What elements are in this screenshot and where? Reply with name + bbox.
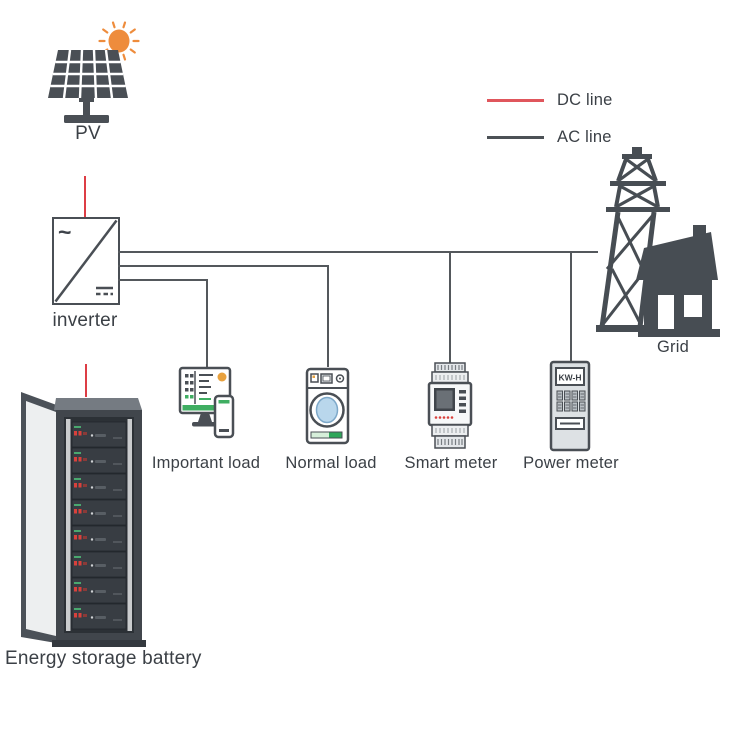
washer-drum [309, 392, 345, 428]
power-meter-icon: KW-H [549, 360, 591, 452]
power-meter-dials [556, 390, 586, 412]
ac-drop-smart-meter [449, 251, 451, 364]
grid-icon [596, 147, 720, 337]
battery-door-shape [21, 392, 62, 644]
battery-label: Energy storage battery [5, 648, 202, 669]
ac-line-to-normal-load [118, 265, 329, 267]
important-load-label: Important load [151, 454, 261, 472]
solar-panel-shape [48, 49, 128, 123]
ac-drop-important-load [206, 279, 208, 367]
ac-drop-power-meter [570, 251, 572, 362]
important-load-icon [178, 366, 235, 439]
dc-line-battery [85, 364, 87, 397]
house-shape [636, 225, 720, 337]
legend-dc-label: DC line [557, 91, 613, 109]
smart-meter-indicators [459, 390, 466, 413]
smart-meter-icon [427, 362, 473, 449]
grid-label: Grid [657, 338, 689, 356]
power-meter-label: Power meter [523, 454, 619, 472]
inverter-symbol: ~ [54, 219, 118, 303]
normal-load-icon [305, 367, 350, 445]
battery-cabinet-icon [21, 392, 146, 647]
normal-load-label: Normal load [285, 454, 377, 472]
dc-line-pv-to-inverter [84, 176, 86, 217]
pv-panel-icon [48, 21, 140, 123]
washer-progress-bar [310, 431, 343, 439]
inverter-ac-symbol: ~ [58, 219, 71, 245]
smart-meter-label: Smart meter [404, 454, 498, 472]
smart-meter-leds [434, 416, 454, 419]
ac-line-main-bus [118, 251, 598, 253]
legend-ac-label: AC line [557, 128, 612, 146]
washer-control-panel [310, 373, 345, 384]
power-meter-display: KW-H [559, 373, 582, 383]
phone-shape [213, 394, 235, 439]
legend-dc-line-swatch [487, 99, 544, 102]
inverter-label: inverter [52, 310, 118, 331]
legend-ac-line-swatch [487, 136, 544, 139]
ac-line-to-important-load [118, 279, 208, 281]
ac-drop-normal-load [327, 265, 329, 367]
inverter-dc-symbol [96, 286, 113, 296]
pv-label: PV [75, 123, 101, 144]
inverter-box: ~ [52, 217, 120, 305]
